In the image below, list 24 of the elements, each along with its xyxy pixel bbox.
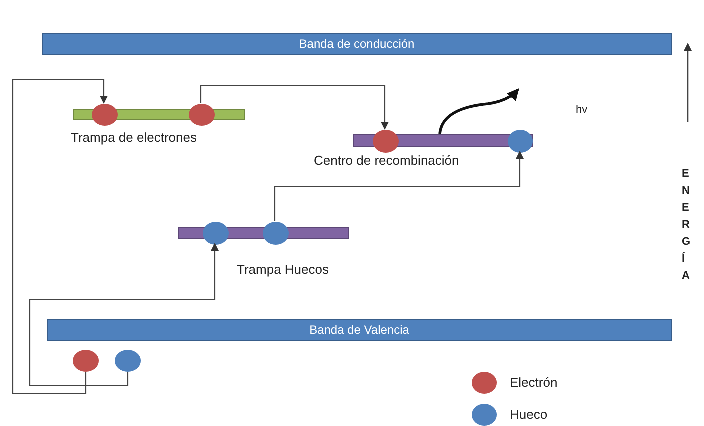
axis-label: E N E R G Í A — [682, 167, 692, 284]
particle-circle — [73, 350, 99, 372]
particle-circle — [373, 130, 399, 153]
particle-circle — [189, 104, 215, 126]
particle-circle — [263, 222, 289, 245]
particle-circle — [115, 350, 141, 372]
particle-circle — [92, 104, 118, 126]
legend-label: Electrón — [510, 375, 558, 390]
emission-arrow — [438, 88, 520, 134]
arrow — [29, 243, 219, 387]
arrow — [274, 151, 524, 221]
band-label: Banda de Valencia — [308, 323, 410, 337]
band-label: Banda de conducción — [298, 37, 416, 51]
particle-circle — [203, 222, 229, 245]
particle-circle — [508, 130, 533, 153]
arrow — [200, 85, 389, 130]
energy-band — [47, 319, 672, 341]
level-label: Centro de recombinación — [314, 153, 460, 168]
legend-label: Hueco — [510, 407, 548, 422]
photon-label: hv — [576, 104, 588, 116]
arrow — [12, 79, 108, 395]
level-label: Trampa de electrones — [71, 130, 197, 145]
level-label: Trampa Huecos — [237, 262, 329, 277]
energy-band — [42, 33, 672, 55]
